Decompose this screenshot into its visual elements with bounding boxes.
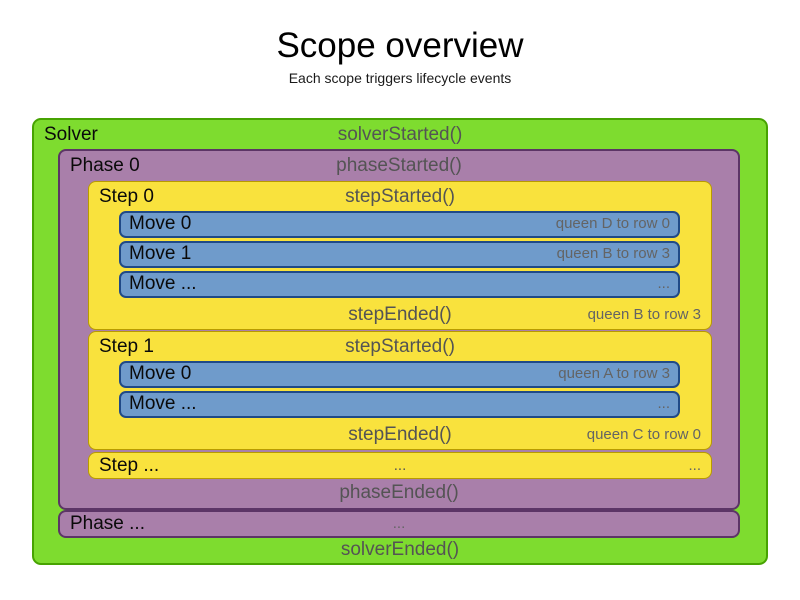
solver-footer-row: solverEnded() (34, 537, 766, 563)
step-more-note: ... (688, 457, 701, 474)
step-ended-note: queen B to row 3 (587, 306, 701, 323)
step-1-scope-box: stepStarted() Step 1 Move 0 queen A to r… (88, 331, 712, 450)
step-started-event: stepStarted() (345, 186, 455, 207)
step-started-event: stepStarted() (345, 336, 455, 357)
step-0-footer-row: stepEnded() queen B to row 3 (89, 301, 711, 329)
move-note: queen B to row 3 (556, 245, 670, 262)
move-row: Move 1 queen B to row 3 (119, 241, 680, 268)
move-note: ... (657, 395, 670, 412)
step-ended-event: stepEnded() (348, 304, 452, 325)
move-row: Move ... ... (119, 271, 680, 298)
move-label: Move 0 (129, 213, 192, 234)
step-0-header-row: stepStarted() Step 0 (89, 182, 711, 211)
move-label: Move ... (129, 273, 197, 294)
phase-more-scope-box: ... Phase ... (58, 510, 740, 538)
step-1-footer-row: stepEnded() queen C to row 0 (89, 421, 711, 449)
phase-more-row: ... Phase ... (60, 512, 738, 536)
phase-0-header-row: phaseStarted() Phase 0 (60, 151, 738, 181)
phase-started-event: phaseStarted() (336, 155, 462, 176)
page-title: Scope overview (276, 26, 524, 65)
step-1-header-row: stepStarted() Step 1 (89, 332, 711, 361)
move-label: Move 1 (129, 243, 192, 264)
phase-0-scope-box: phaseStarted() Phase 0 stepStarted() Ste… (58, 149, 740, 510)
solver-label: Solver (44, 124, 98, 145)
phase-ended-event: phaseEnded() (339, 482, 459, 503)
move-note: ... (657, 275, 670, 292)
step-more-row: ... Step ... ... (89, 453, 711, 480)
phase-more-center-ellipsis: ... (392, 515, 406, 532)
step-ended-event: stepEnded() (348, 424, 452, 445)
move-note: queen D to row 0 (555, 215, 670, 232)
move-row: Move 0 queen A to row 3 (119, 361, 680, 388)
step-1-label: Step 1 (99, 336, 154, 357)
phase-more-label: Phase ... (70, 513, 145, 534)
move-row: Move ... ... (119, 391, 680, 418)
step-more-scope-box: ... Step ... ... (88, 452, 712, 479)
move-label: Move ... (129, 393, 197, 414)
phase-0-label: Phase 0 (70, 155, 140, 176)
step-more-label: Step ... (99, 455, 160, 476)
step-more-center-ellipsis: ... (393, 457, 407, 474)
move-note: queen A to row 3 (558, 365, 670, 382)
solver-started-event: solverStarted() (337, 124, 463, 145)
phase-0-footer-row: phaseEnded() (60, 480, 738, 506)
move-label: Move 0 (129, 363, 192, 384)
step-0-label: Step 0 (99, 186, 154, 207)
page-subtitle: Each scope triggers lifecycle events (288, 70, 512, 86)
solver-ended-event: solverEnded() (340, 539, 460, 560)
solver-header-row: solverStarted() Solver (34, 120, 766, 150)
step-0-scope-box: stepStarted() Step 0 Move 0 queen D to r… (88, 181, 712, 330)
solver-scope-box: solverStarted() Solver phaseStarted() Ph… (32, 118, 768, 565)
move-row: Move 0 queen D to row 0 (119, 211, 680, 238)
step-ended-note: queen C to row 0 (586, 426, 701, 443)
